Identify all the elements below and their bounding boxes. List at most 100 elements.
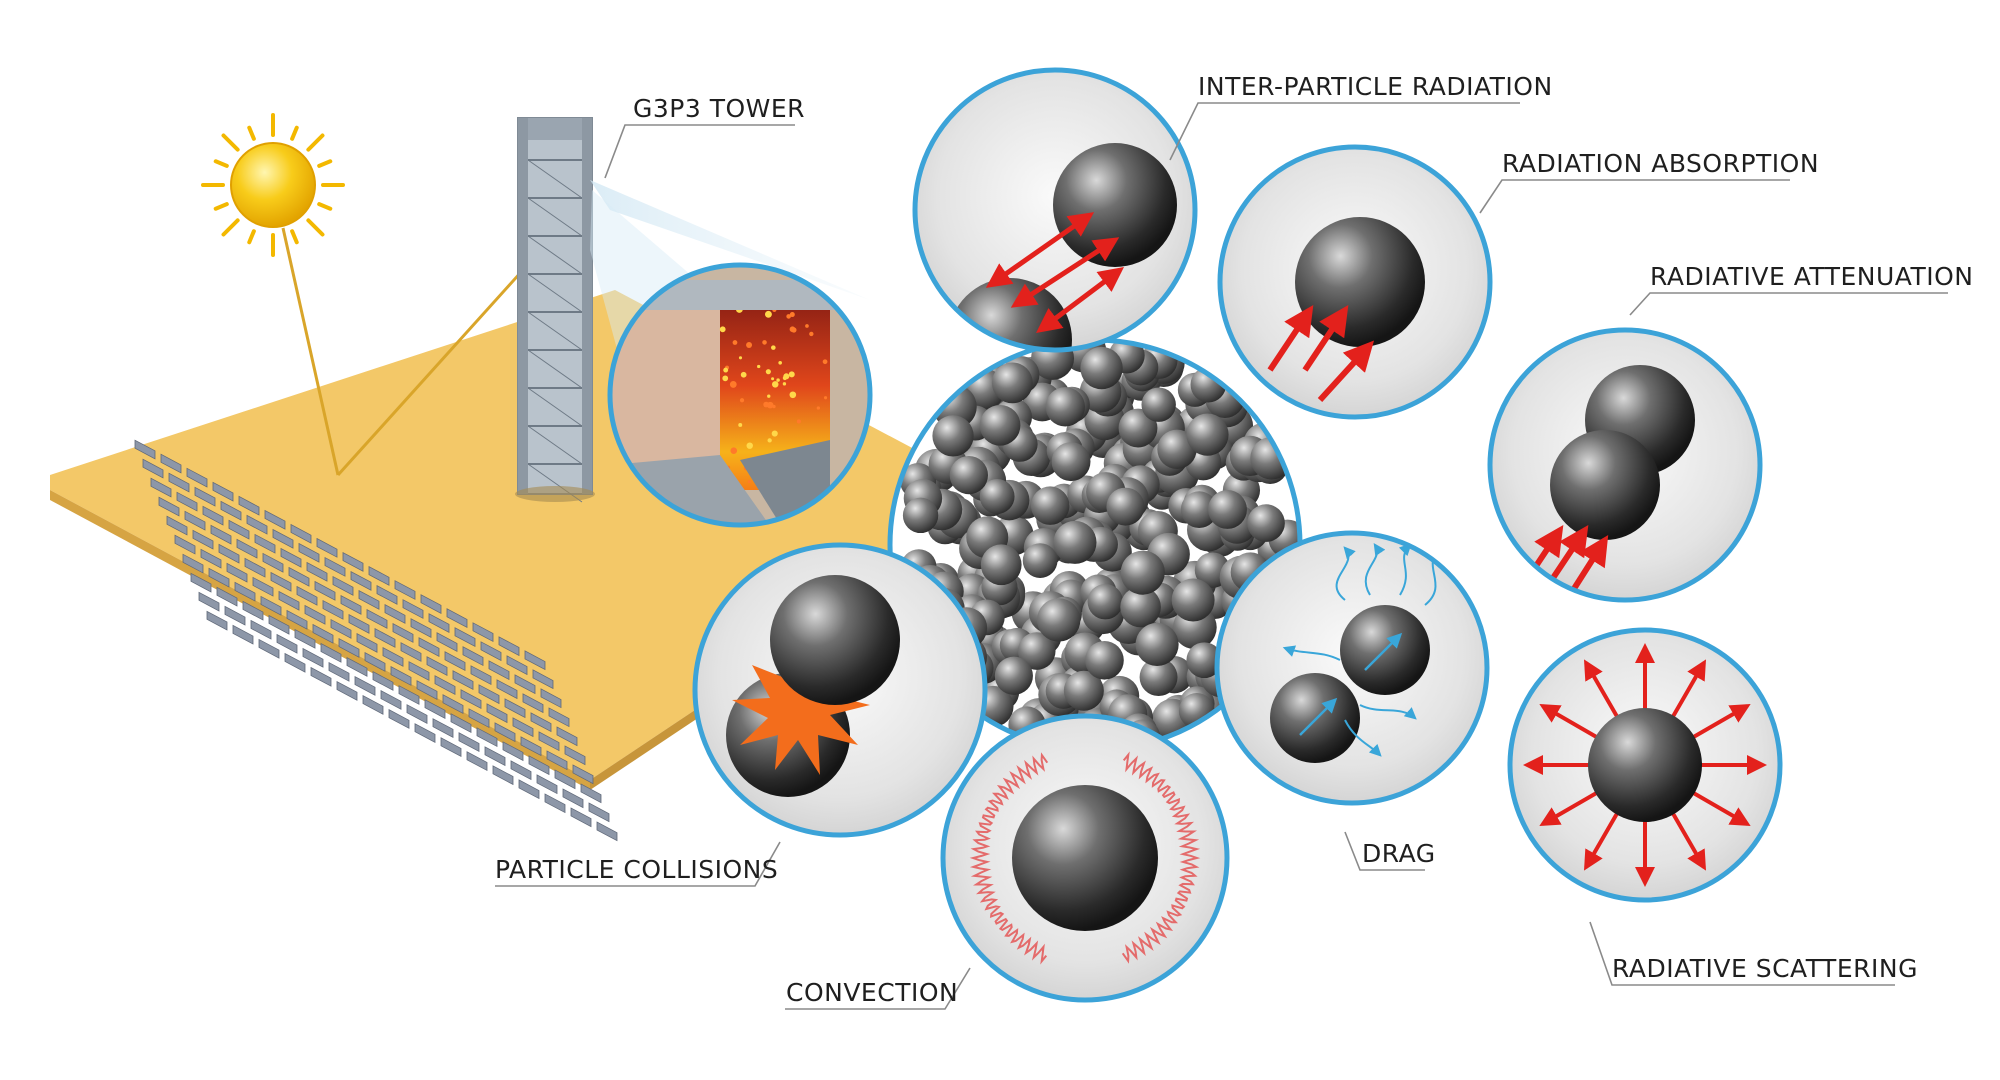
heliostat-mirror — [194, 486, 216, 507]
heliostat-mirror — [272, 528, 294, 549]
heliostat-mirror — [434, 675, 456, 695]
heliostat-mirror — [414, 723, 436, 743]
particle — [1141, 387, 1176, 422]
heliostat-mirror — [460, 689, 482, 710]
heliostat-mirror — [218, 543, 240, 564]
heliostat-mirror — [328, 661, 350, 682]
radiative-attenuation-circle — [1487, 327, 1763, 603]
heliostat-mirror — [468, 708, 490, 729]
particle — [932, 415, 974, 457]
heliostat-mirror — [470, 665, 492, 686]
radiation-absorption-circle — [1217, 144, 1493, 420]
heliostat-mirror — [210, 524, 232, 545]
heliostat-mirror — [206, 610, 228, 631]
heliostat-mirror — [440, 737, 462, 758]
heliostat-mirror — [524, 650, 546, 671]
heliostat-mirror — [528, 755, 550, 776]
heliostat-mirror — [364, 652, 386, 672]
heliostat-mirror — [510, 760, 532, 781]
radiative-attenuation-label: RADIATIVE ATTENUATION — [1650, 262, 1973, 291]
heliostat-mirror — [436, 632, 458, 652]
particle — [1118, 408, 1158, 448]
particle — [1085, 640, 1124, 680]
heliostat-mirror — [520, 736, 542, 757]
heliostat-mirror — [254, 533, 276, 554]
heliostat-mirror — [522, 693, 544, 714]
heliostat-mirror — [208, 567, 230, 588]
heliostat-mirror — [268, 614, 290, 635]
heliostat-mirror — [398, 685, 420, 705]
label-drag: DRAG — [1344, 831, 1435, 871]
particle — [1120, 586, 1161, 628]
particle-collisions-label: PARTICLE COLLISIONS — [495, 855, 778, 884]
particle — [1080, 346, 1123, 390]
heliostat-mirror — [450, 713, 472, 734]
heliostat-mirror — [376, 585, 398, 605]
heliostat-mirror — [166, 515, 188, 536]
heliostat-mirror — [242, 600, 264, 621]
heliostat-mirror — [278, 590, 300, 611]
heliostat-mirror — [324, 556, 346, 577]
heliostat-mirror — [362, 695, 384, 715]
heliostat-mirror — [392, 623, 414, 643]
heliostat-mirror — [176, 491, 198, 512]
heliostat-mirror — [486, 703, 508, 724]
heliostat-mirror — [416, 680, 438, 700]
heliostat-mirror — [444, 651, 466, 672]
label-convection: CONVECTION — [785, 967, 971, 1010]
heliostat-mirror — [296, 585, 318, 606]
heliostat-mirror — [476, 727, 498, 748]
reflected-ray — [336, 238, 552, 477]
particle — [1106, 487, 1145, 526]
heliostat-mirror — [432, 718, 454, 738]
heliostat-mirror — [250, 619, 272, 640]
heliostat-mirror — [538, 731, 560, 752]
heliostat-mirror — [372, 671, 394, 691]
radiative-scattering-label: RADIATIVE SCATTERING — [1612, 954, 1918, 983]
heliostat-mirror — [310, 666, 332, 687]
label-particle-collisions: PARTICLE COLLISIONS — [495, 841, 781, 887]
inter-particle-radiation-circle — [912, 67, 1198, 353]
sunlight-ray — [281, 227, 340, 476]
particle — [1053, 520, 1097, 564]
heliostat-mirror — [514, 674, 536, 695]
heliostat-mirror — [428, 613, 450, 633]
heliostat-mirror — [532, 669, 554, 690]
heliostat-mirror — [588, 802, 610, 823]
heliostat-mirror — [462, 646, 484, 667]
label-radiation-absorption: RADIATION ABSORPTION — [1479, 149, 1819, 214]
heliostat-mirror — [258, 638, 280, 659]
heliostat-mirror — [340, 594, 362, 615]
heliostat-mirror — [504, 698, 526, 719]
heliostat-mirror — [446, 608, 468, 629]
heliostat-mirror — [202, 505, 224, 526]
particle — [1247, 504, 1285, 542]
heliostat-mirror — [314, 580, 336, 601]
heliostat-mirror — [236, 538, 258, 559]
heliostat-mirror — [548, 707, 570, 728]
particle — [1051, 442, 1091, 482]
heliostat-mirror — [174, 534, 196, 555]
heliostat-mirror — [384, 604, 406, 624]
particle — [1045, 387, 1085, 427]
heliostat-mirror — [564, 745, 586, 766]
heliostat-mirror — [304, 604, 326, 625]
heliostat-mirror — [506, 655, 528, 676]
particle — [1208, 490, 1247, 529]
heliostat-mirror — [212, 481, 234, 502]
heliostat-mirror — [374, 628, 396, 648]
particle — [1087, 583, 1123, 620]
heliostat-mirror — [420, 594, 442, 614]
heliostat-mirror — [232, 624, 254, 645]
convection-label: CONVECTION — [786, 978, 958, 1007]
particle — [1063, 670, 1104, 711]
heliostat-mirror — [418, 637, 440, 657]
heliostat-mirror — [390, 666, 412, 686]
particle — [980, 544, 1022, 586]
heliostat-mirror — [286, 609, 308, 630]
particle — [994, 656, 1033, 695]
heliostat-mirror — [426, 656, 448, 676]
particle — [902, 497, 939, 534]
heliostat-mirror — [494, 722, 516, 743]
